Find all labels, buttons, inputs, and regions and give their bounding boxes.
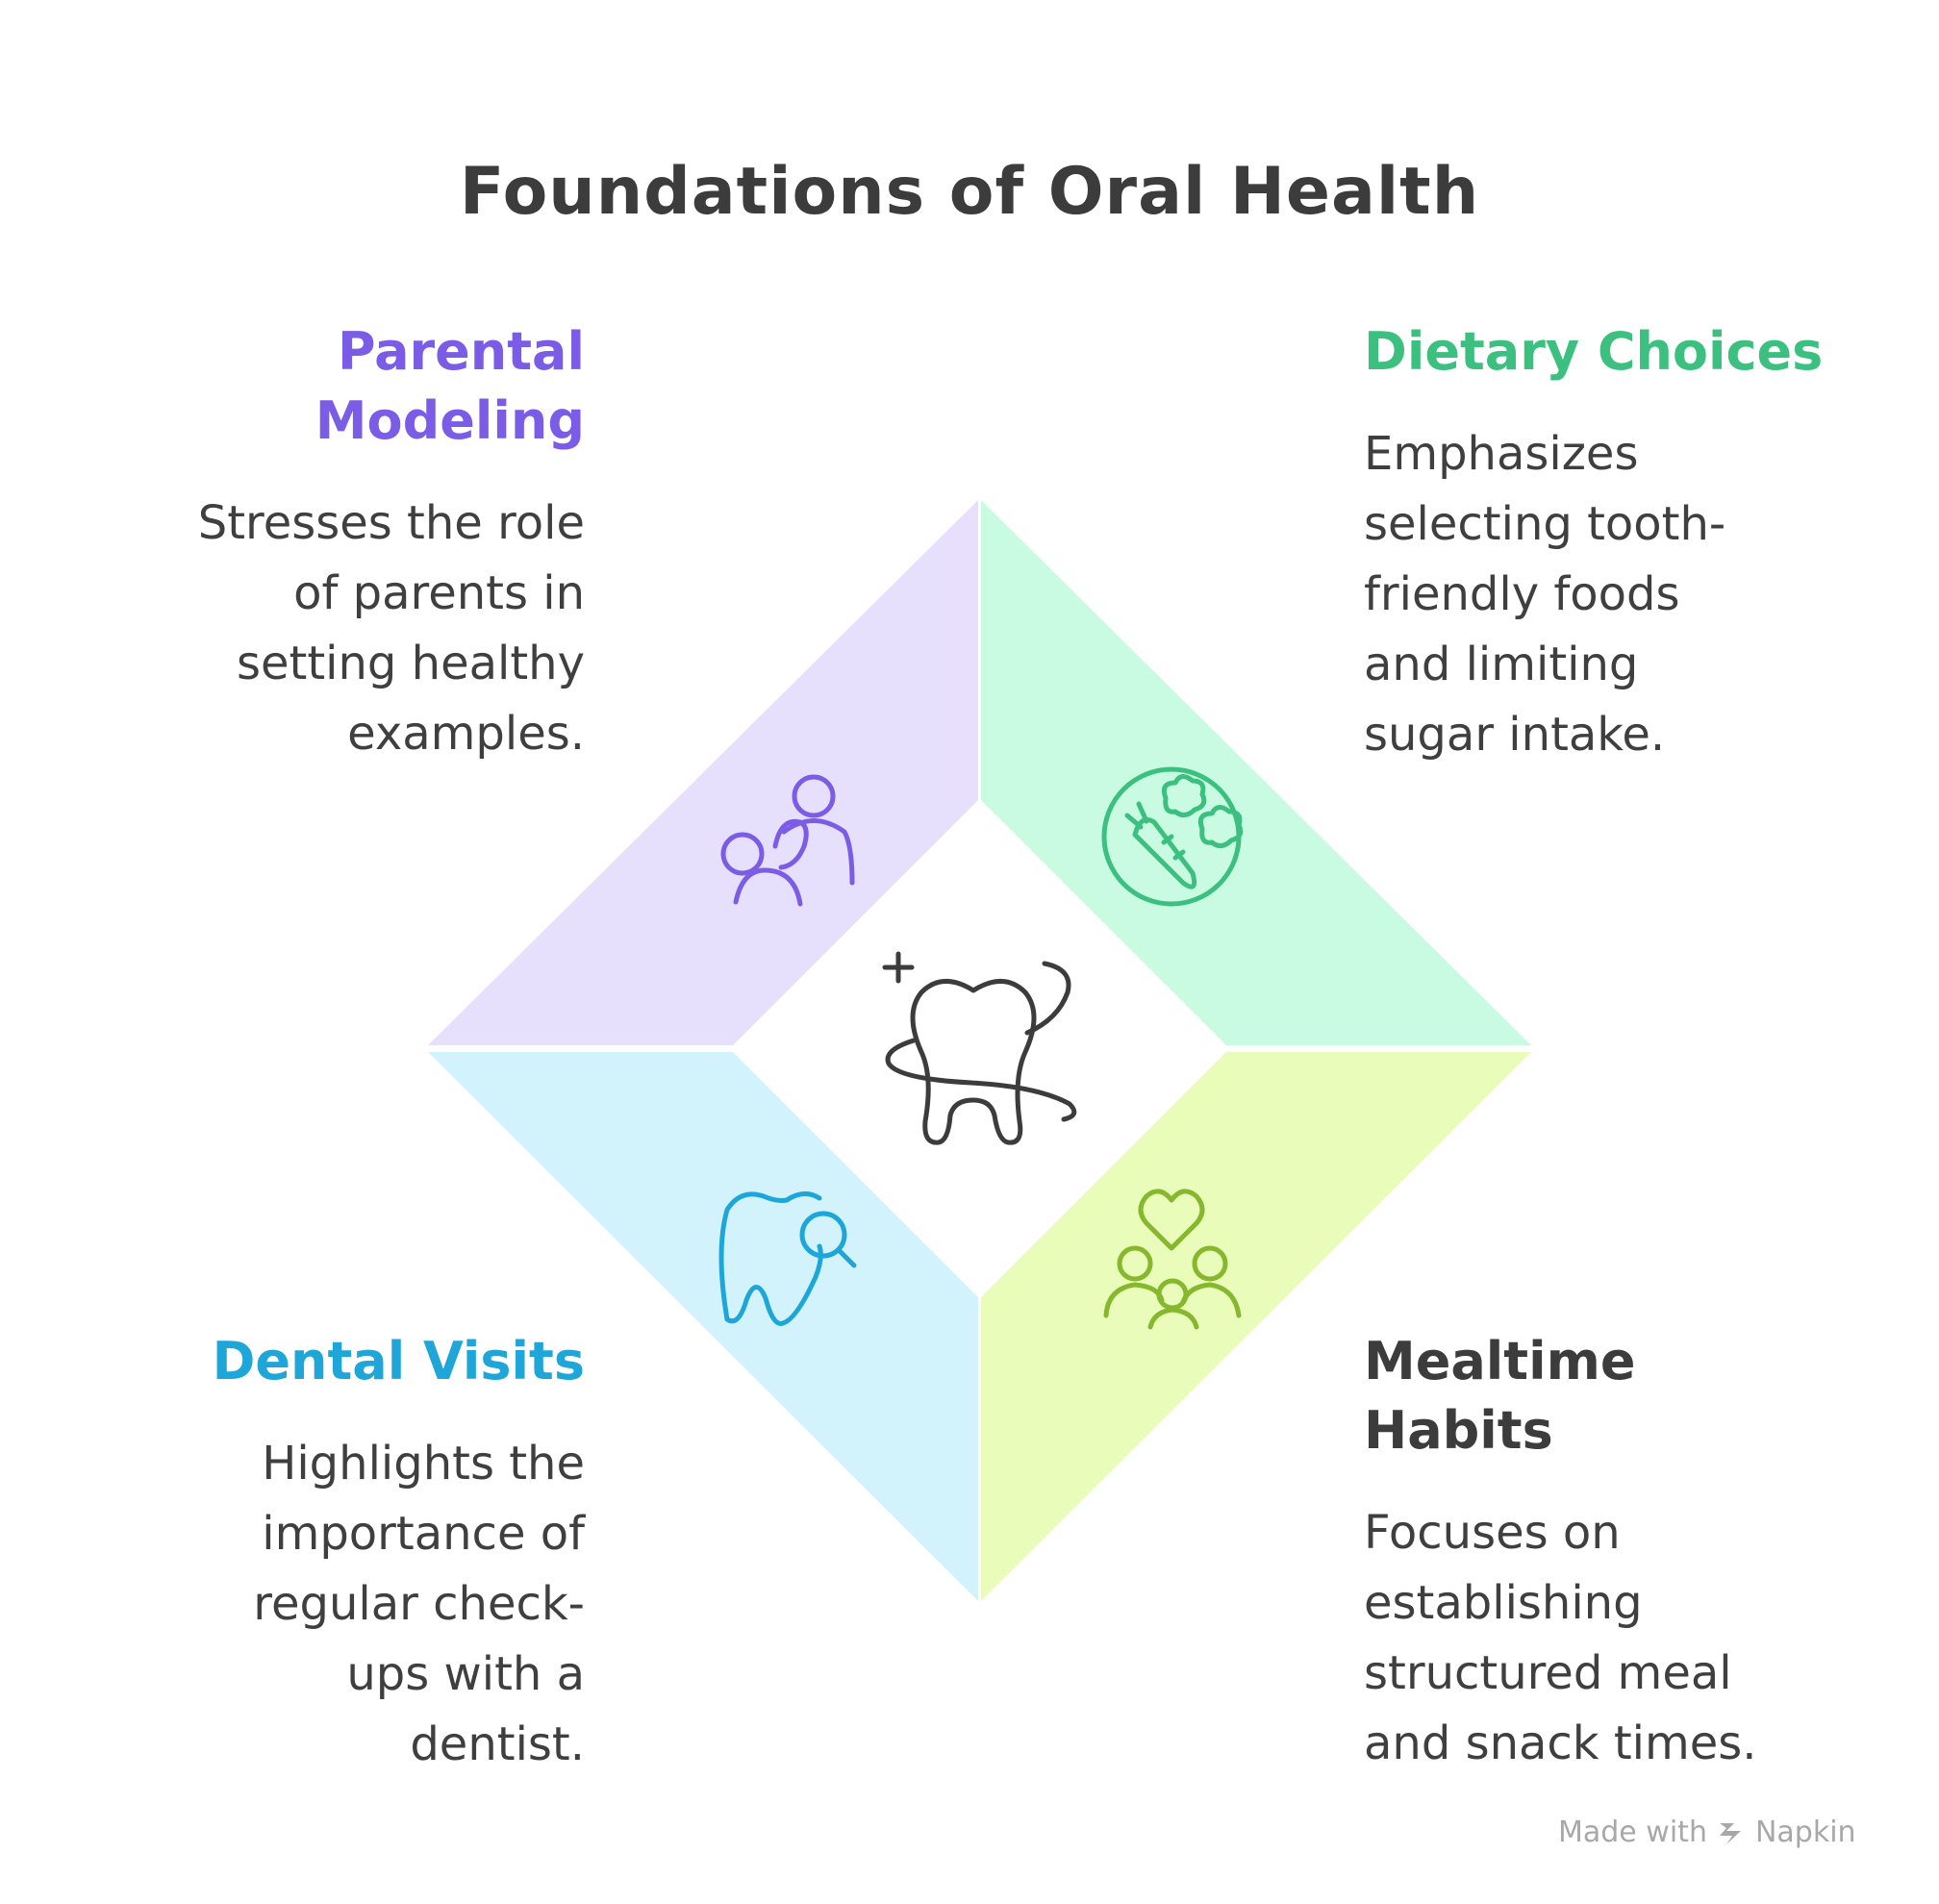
credit-brand: Napkin: [1754, 1816, 1856, 1849]
mealtime-habits-heading: Mealtime Habits: [1364, 1331, 1636, 1461]
tooth-search-icon: [718, 1191, 857, 1326]
credit-prefix: Made with: [1558, 1816, 1707, 1849]
dental-visits-heading: Dental Visits: [212, 1331, 585, 1391]
made-with-napkin-credit[interactable]: Made with Napkin: [1558, 1816, 1856, 1849]
dietary-choices-block: Dietary Choices Emphasizes selecting too…: [1364, 317, 1864, 770]
dental-visits-description: Highlights the importance of regular che…: [253, 1437, 585, 1771]
quadrant-dental-visits: [428, 1052, 978, 1601]
vegetables-icon: [1101, 766, 1244, 907]
dietary-choices-heading: Dietary Choices: [1364, 321, 1824, 382]
parental-modeling-heading: Parental Modeling: [315, 321, 585, 451]
family-heart-icon: [1103, 1189, 1242, 1330]
parental-modeling-description: Stresses the role of parents in setting …: [197, 496, 585, 761]
dietary-choices-description: Emphasizes selecting tooth- friendly foo…: [1364, 427, 1726, 762]
napkin-logo-icon: [1719, 1822, 1741, 1844]
mealtime-habits-block: Mealtime Habits Focuses on establishing …: [1364, 1327, 1864, 1779]
dental-visits-block: Dental Visits Highlights the importance …: [85, 1327, 585, 1780]
healthy-tooth-icon: [882, 951, 1077, 1145]
mealtime-habits-description: Focuses on establishing structured meal …: [1364, 1506, 1757, 1770]
page-title: Foundations of Oral Health: [459, 154, 1480, 230]
quadrant-mealtime-habits: [981, 1052, 1531, 1601]
parental-modeling-block: Parental Modeling Stresses the role of p…: [85, 317, 585, 769]
parent-child-icon: [720, 774, 855, 907]
quadrant-dietary-choices: [981, 500, 1531, 1045]
quadrant-parental-modeling: [428, 500, 978, 1045]
